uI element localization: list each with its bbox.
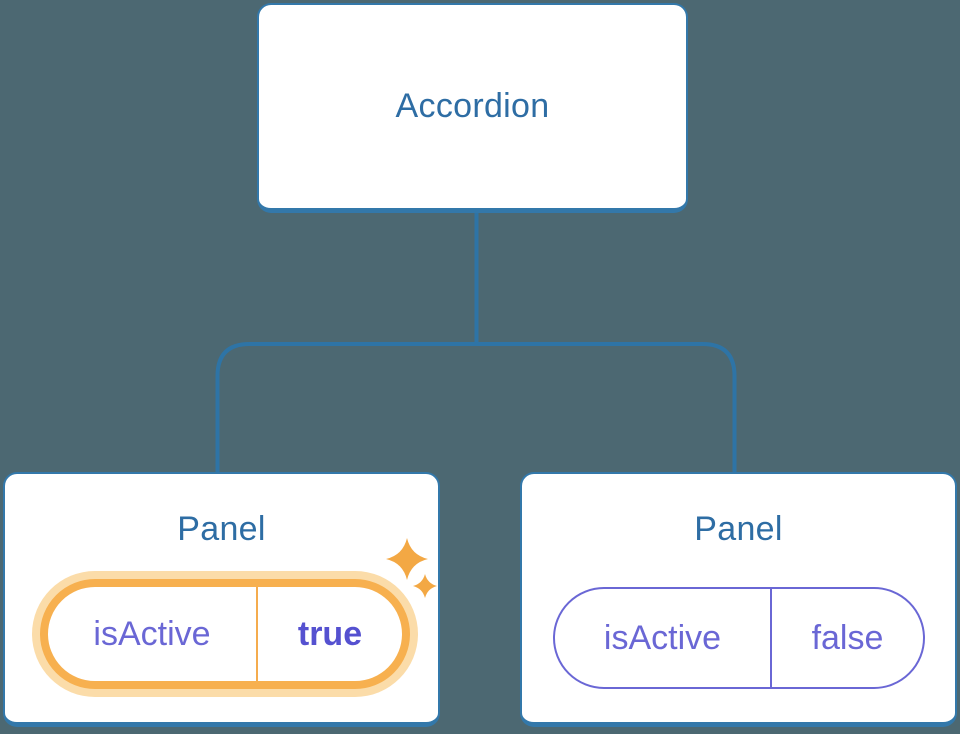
panel-node-inactive: Panel isActive false	[520, 472, 957, 727]
accordion-node: Accordion	[257, 3, 688, 213]
accordion-node-label: Accordion	[395, 87, 550, 125]
edge-branch	[215, 342, 737, 472]
panel-node-label: Panel	[177, 510, 266, 548]
state-value: false	[770, 589, 923, 687]
state-pill-inactive: isActive false	[553, 587, 925, 689]
sparkles-icon	[386, 538, 437, 598]
panel-node-active: Panel isActive true	[3, 472, 440, 727]
state-name: isActive	[93, 614, 211, 653]
state-name: isActive	[603, 618, 722, 657]
sparkle-large	[386, 538, 428, 580]
sparkle-small	[413, 574, 437, 598]
panel-node-label: Panel	[694, 510, 783, 548]
state-value: true	[256, 587, 402, 681]
state-pill-active: isActive true	[40, 579, 410, 689]
